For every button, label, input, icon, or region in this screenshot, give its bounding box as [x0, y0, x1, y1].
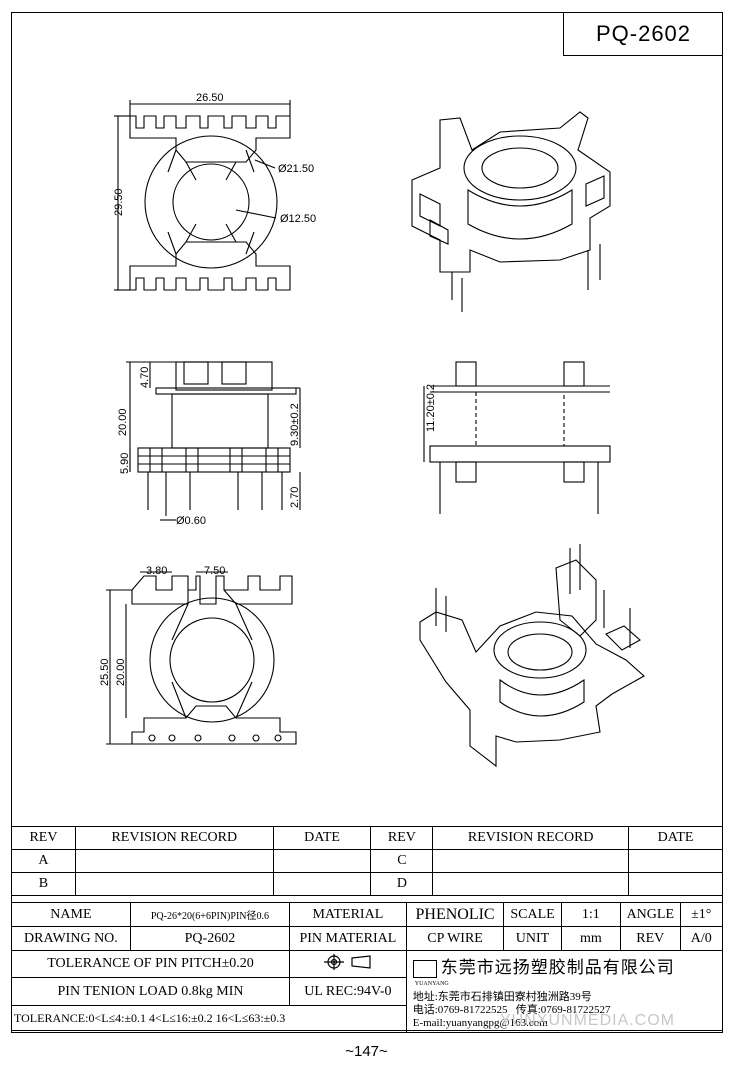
drawing-no-value: PQ-2602 [129, 926, 291, 951]
rev-d: D [370, 872, 434, 896]
rev-header: REV [11, 826, 76, 850]
scale-label: SCALE [503, 902, 562, 927]
part-number-title: PQ-2602 [563, 12, 723, 56]
dim-slot-width: 3.80 [146, 565, 167, 577]
isometric-view-bottom [419, 544, 645, 768]
tolerance: TOLERANCE:0<L≤4:±0.1 4<L≤16:±0.2 16<L≤63… [11, 1004, 407, 1034]
dim-slot-pitch: 7.50 [204, 565, 225, 577]
bottom-view [106, 571, 297, 745]
name-value: PQ-26*20(6+6PIN)PIN径0.6 [129, 902, 291, 927]
page-number: ~147~ [345, 1043, 388, 1060]
top-view [114, 100, 291, 291]
revision-table: REV REVISION RECORD DATE REV REVISION RE… [11, 826, 723, 896]
angle-label: ANGLE [620, 902, 681, 927]
dim-pin-dia: Ø0.60 [176, 515, 206, 527]
rev-value: A/0 [679, 926, 723, 951]
pin-tension: PIN TENION LOAD 0.8kg MIN [10, 977, 291, 1006]
title-block: REV REVISION RECORD DATE REV REVISION RE… [10, 826, 724, 1034]
company-logo-icon [412, 960, 437, 979]
company-block: 东莞市远扬塑胶制品有限公司 YUANYANG 地址:东莞市石排镇田寮村独洲路39… [405, 949, 724, 1034]
dim-base-height: 5.90 [119, 453, 131, 474]
company-fax: 传真:0769-81722527 [515, 1004, 611, 1017]
dim-bottom-inner: 20.00 [115, 658, 127, 686]
rev-c: C [370, 849, 434, 873]
ul-rec: UL REC:94V-0 [289, 977, 407, 1006]
side-view [423, 361, 611, 514]
unit-value: mm [560, 926, 622, 951]
material-value: PHENOLIC [405, 902, 505, 927]
watermark: YUNXUNMEDIA.COM [500, 1012, 676, 1029]
company-email: E-mail:yuanyangpg@163.com [412, 1017, 548, 1030]
front-view [126, 361, 301, 521]
revision-record-header-right: REVISION RECORD [432, 826, 630, 850]
company-name: 东莞市远扬塑胶制品有限公司 [440, 958, 675, 977]
dim-inner-dia: Ø12.50 [280, 213, 316, 225]
dim-pin-len: 2.70 [289, 487, 301, 508]
dim-top-width: 26.50 [196, 92, 224, 104]
angle-value: ±1° [679, 902, 723, 927]
dim-bottom-outer: 25.50 [99, 658, 111, 686]
rev-b: B [11, 872, 76, 896]
isometric-view-top [411, 111, 611, 312]
dim-core-height: 9.30±0.2 [289, 403, 301, 446]
company-logo-text: YUANYANG [414, 981, 449, 988]
company-phone: 电话:0769-81722525 [412, 1004, 508, 1017]
date-header-right: DATE [628, 826, 723, 850]
pitch-tolerance: TOLERANCE OF PIN PITCH±0.20 [10, 949, 291, 979]
spec-table: NAME PQ-26*20(6+6PIN)PIN径0.6 MATERIAL PH… [10, 902, 724, 1034]
rev-label: REV [620, 926, 681, 951]
dim-total-height: 20.00 [117, 408, 129, 436]
rev-a: A [11, 849, 76, 873]
scale-value: 1:1 [560, 902, 622, 927]
dim-pin-top: 4.70 [139, 367, 151, 388]
projection-symbol-icon [289, 949, 407, 979]
dim-side-height: 11.20±0.2 [425, 384, 437, 432]
company-address: 地址:东莞市石排镇田寮村独洲路39号 [412, 991, 592, 1004]
name-label: NAME [11, 902, 131, 927]
pin-material-label: PIN MATERIAL [289, 926, 407, 951]
date-header: DATE [272, 826, 372, 850]
dim-top-height: 29.50 [113, 188, 125, 216]
material-label: MATERIAL [289, 902, 407, 927]
pin-material-value: CP WIRE [405, 926, 505, 951]
rev-header-right: REV [370, 826, 434, 850]
dim-outer-dia: Ø21.50 [278, 163, 314, 175]
drawing-no-label: DRAWING NO. [11, 926, 131, 951]
technical-drawing: 26.50 29.50 Ø21.50 Ø12.50 4.70 20.00 9.3… [99, 92, 645, 768]
revision-record-header: REVISION RECORD [74, 826, 274, 850]
unit-label: UNIT [503, 926, 562, 951]
